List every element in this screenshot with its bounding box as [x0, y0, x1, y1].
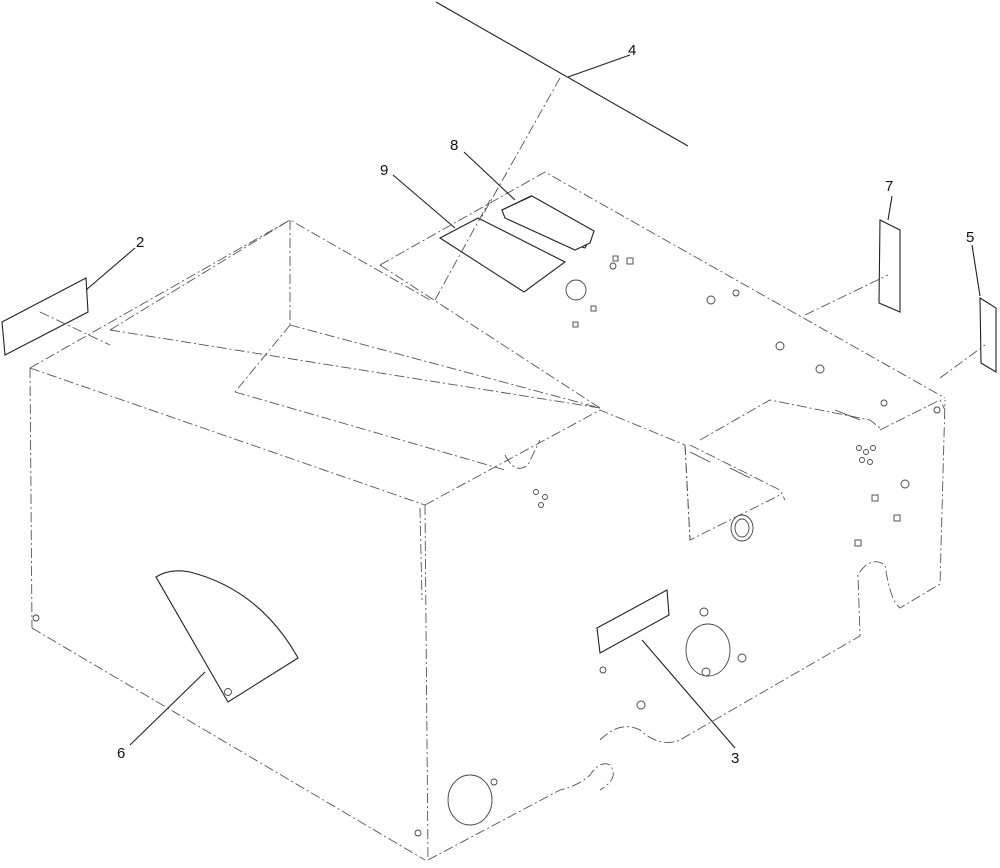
decal-9 [438, 217, 567, 293]
callout-8: 8 [450, 137, 458, 154]
callout-5: 5 [966, 229, 974, 246]
callout-6: 6 [117, 745, 125, 762]
decal-7 [878, 219, 901, 313]
housing-features [32, 255, 941, 837]
callout-3: 3 [731, 750, 739, 767]
housing-outline [29, 171, 946, 861]
callout-4: 4 [628, 42, 636, 59]
callout-7: 7 [885, 178, 893, 195]
leader-lines [85, 54, 981, 749]
decal-6 [155, 570, 299, 703]
decal-2 [1, 277, 89, 356]
callout-9: 9 [380, 162, 388, 179]
decal-3 [596, 589, 670, 654]
callout-2: 2 [136, 234, 144, 251]
decal-5 [979, 296, 997, 373]
decal-4 [435, 1, 689, 147]
